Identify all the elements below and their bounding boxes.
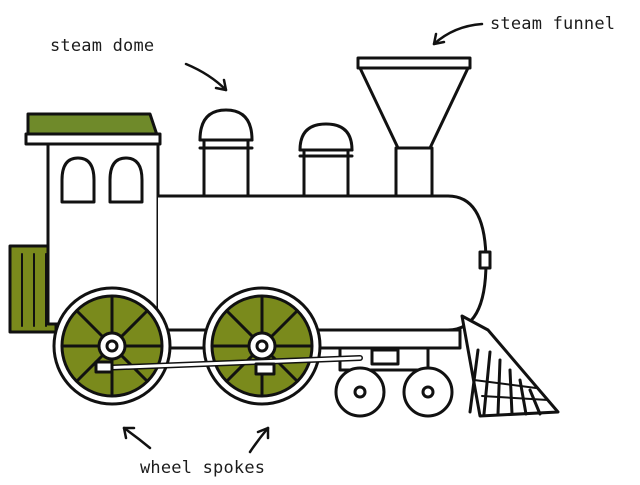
front-wheel-left [334, 366, 386, 418]
cab-window-left [60, 156, 96, 204]
cab-window-right [108, 156, 144, 204]
steam-dome-label: steam dome [50, 36, 155, 56]
boiler [156, 194, 492, 332]
sand-dome [298, 122, 354, 198]
arrow-wheel-spokes-left [122, 426, 152, 450]
arrow-steam-dome [184, 62, 228, 92]
front-wheel-right [402, 366, 454, 418]
wheel-spokes-label: wheel spokes [140, 458, 266, 478]
steam-dome [198, 108, 254, 198]
arrow-wheel-spokes-right [248, 426, 270, 454]
drive-wheel-left [52, 286, 172, 406]
cowcatcher [460, 314, 560, 418]
steam-funnel-label: steam funnel [490, 14, 616, 34]
drive-wheel-right [202, 286, 322, 406]
arrow-steam-funnel [432, 22, 484, 46]
connecting-rod [94, 355, 363, 376]
steam-funnel [356, 56, 472, 198]
